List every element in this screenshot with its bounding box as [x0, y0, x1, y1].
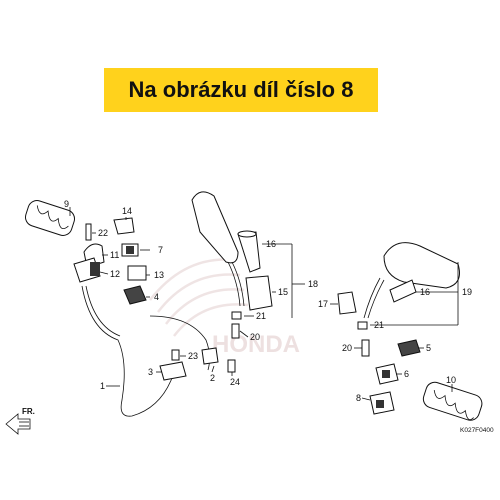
callout-6: 6: [404, 369, 409, 379]
part-number-banner: Na obrázku díl číslo 8: [104, 68, 378, 112]
bolt-20-right: [361, 339, 370, 357]
callout-5: 5: [426, 343, 431, 353]
left-mirror: [191, 191, 245, 307]
callout-20-left: 20: [250, 332, 260, 342]
diagram-code: K027F0400: [460, 427, 494, 434]
bolt-24: [227, 359, 236, 373]
callout-17: 17: [318, 299, 328, 309]
callout-19: 19: [462, 287, 472, 297]
callout-20-right: 20: [342, 343, 352, 353]
callout-13: 13: [154, 270, 164, 280]
cable-joint-2: [201, 347, 219, 365]
switch-part-4: [123, 285, 147, 305]
callout-22: 22: [98, 228, 108, 238]
bolt-20-left: [231, 323, 240, 339]
switch-part-7: [121, 243, 139, 257]
callout-4: 4: [154, 292, 159, 302]
honda-watermark-text: HONDA: [212, 331, 300, 358]
callout-23: 23: [188, 351, 198, 361]
callout-21-right: 21: [374, 320, 384, 330]
front-direction-label: FR.: [22, 407, 35, 416]
left-handlebar-grip: [24, 200, 76, 236]
callout-7: 7: [158, 245, 163, 255]
switch-part-5: [397, 339, 421, 357]
cover-14: [113, 217, 135, 235]
mirror-boot-16-left: [237, 230, 261, 273]
callout-2: 2: [210, 373, 215, 383]
switch-part-6: [375, 363, 399, 385]
callout-16-left: 16: [266, 239, 276, 249]
nut-21-left: [231, 311, 242, 320]
callout-14: 14: [122, 206, 132, 216]
switch-part-8: [369, 391, 395, 415]
throttle-housing-lower: [73, 257, 101, 283]
switch-part-13: [127, 265, 147, 281]
callout-12: 12: [110, 269, 120, 279]
callout-8: 8: [356, 393, 361, 403]
callout-1: 1: [100, 381, 105, 391]
callout-18: 18: [308, 279, 318, 289]
cable-bracket-3: [159, 361, 187, 381]
bolt-23: [171, 349, 180, 361]
callout-9: 9: [64, 199, 69, 209]
callout-10: 10: [446, 375, 456, 385]
right-handlebar-grip: [422, 381, 483, 421]
mirror-boot-16-right: [389, 279, 417, 303]
callout-24: 24: [230, 377, 240, 387]
mirror-adapter-15: [245, 275, 273, 311]
callout-21-left: 21: [256, 311, 266, 321]
screw-22: [85, 223, 92, 241]
mirror-adapter-17: [337, 291, 357, 315]
callout-15: 15: [278, 287, 288, 297]
leader-lines: [69, 207, 459, 401]
front-direction-arrow: FR.: [5, 407, 35, 435]
callout-16-right: 16: [420, 287, 430, 297]
callout-11: 11: [110, 250, 119, 260]
nut-21-right: [357, 321, 368, 330]
callout-3: 3: [148, 367, 153, 377]
